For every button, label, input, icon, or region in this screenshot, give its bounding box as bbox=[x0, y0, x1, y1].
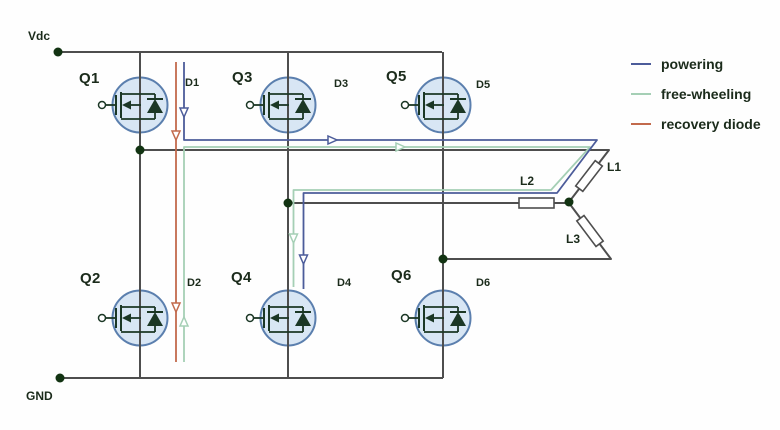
inductor-shapes bbox=[518, 159, 605, 248]
circuit-wires bbox=[58, 51, 612, 379]
free-wheeling-line-swatch bbox=[631, 93, 651, 95]
current-paths bbox=[175, 62, 598, 362]
powering-arrow-down-q4 bbox=[298, 254, 309, 266]
mosfet-bodies bbox=[111, 76, 472, 347]
transistor-label-q4: Q4 bbox=[231, 269, 252, 286]
recovery-diode-line-swatch bbox=[631, 123, 651, 125]
junction-dots bbox=[53, 47, 574, 383]
free-wheeling-label: free-wheeling bbox=[661, 86, 752, 102]
gnd-label: GND bbox=[26, 389, 53, 403]
freewheeling-arrow-up bbox=[178, 315, 190, 327]
diode-label-d4: D4 bbox=[337, 277, 352, 289]
inductor-label-l2: L2 bbox=[520, 174, 535, 188]
free-wheeling-path bbox=[183, 146, 591, 362]
recovery-arrow-down-top bbox=[170, 130, 182, 142]
transistor-label-q2: Q2 bbox=[80, 270, 101, 287]
inductor-l1-shape bbox=[574, 159, 604, 193]
diode-label-d5: D5 bbox=[476, 79, 491, 91]
inductor-l3-shape bbox=[575, 214, 605, 248]
flow-arrows bbox=[170, 107, 407, 327]
legend: powering free-wheeling recovery diode bbox=[631, 54, 761, 144]
legend-item-recovery-diode: recovery diode bbox=[631, 114, 761, 134]
legend-item-free-wheeling: free-wheeling bbox=[631, 84, 761, 104]
recovery-arrow-down-bottom bbox=[170, 302, 182, 314]
powering-arrow-right bbox=[327, 134, 339, 146]
powering-arrow-down-d1 bbox=[178, 107, 190, 119]
transistor-label-q3: Q3 bbox=[232, 69, 253, 86]
gnd-node-dot bbox=[55, 373, 65, 383]
star-point-dot bbox=[564, 197, 574, 207]
legend-item-powering: powering bbox=[631, 54, 761, 74]
powering-label: powering bbox=[661, 56, 724, 72]
transistor-label-q1: Q1 bbox=[79, 70, 100, 87]
diode-label-d1: D1 bbox=[185, 77, 200, 89]
inductor-l2-shape bbox=[518, 197, 555, 209]
diode-label-d2: D2 bbox=[187, 277, 202, 289]
phase-a-node-dot bbox=[135, 145, 145, 155]
inductor-label-l3: L3 bbox=[566, 232, 581, 246]
phase-c-node-dot bbox=[438, 254, 448, 264]
freewheeling-arrow-right bbox=[395, 141, 407, 153]
diode-label-d6: D6 bbox=[476, 277, 491, 289]
freewheeling-arrow-down bbox=[288, 233, 299, 245]
recovery-diode-label: recovery diode bbox=[661, 116, 761, 132]
wire-phase-a bbox=[140, 149, 610, 203]
phase-b-node-dot bbox=[283, 198, 293, 208]
inductor-label-l1: L1 bbox=[607, 160, 622, 174]
powering-path bbox=[183, 62, 598, 289]
diode-label-d3: D3 bbox=[334, 78, 349, 90]
vdc-node-dot bbox=[53, 47, 63, 57]
powering-line-swatch bbox=[631, 63, 651, 65]
vdc-label: Vdc bbox=[28, 29, 51, 43]
transistor-label-q6: Q6 bbox=[391, 267, 412, 284]
transistor-label-q5: Q5 bbox=[386, 68, 407, 85]
